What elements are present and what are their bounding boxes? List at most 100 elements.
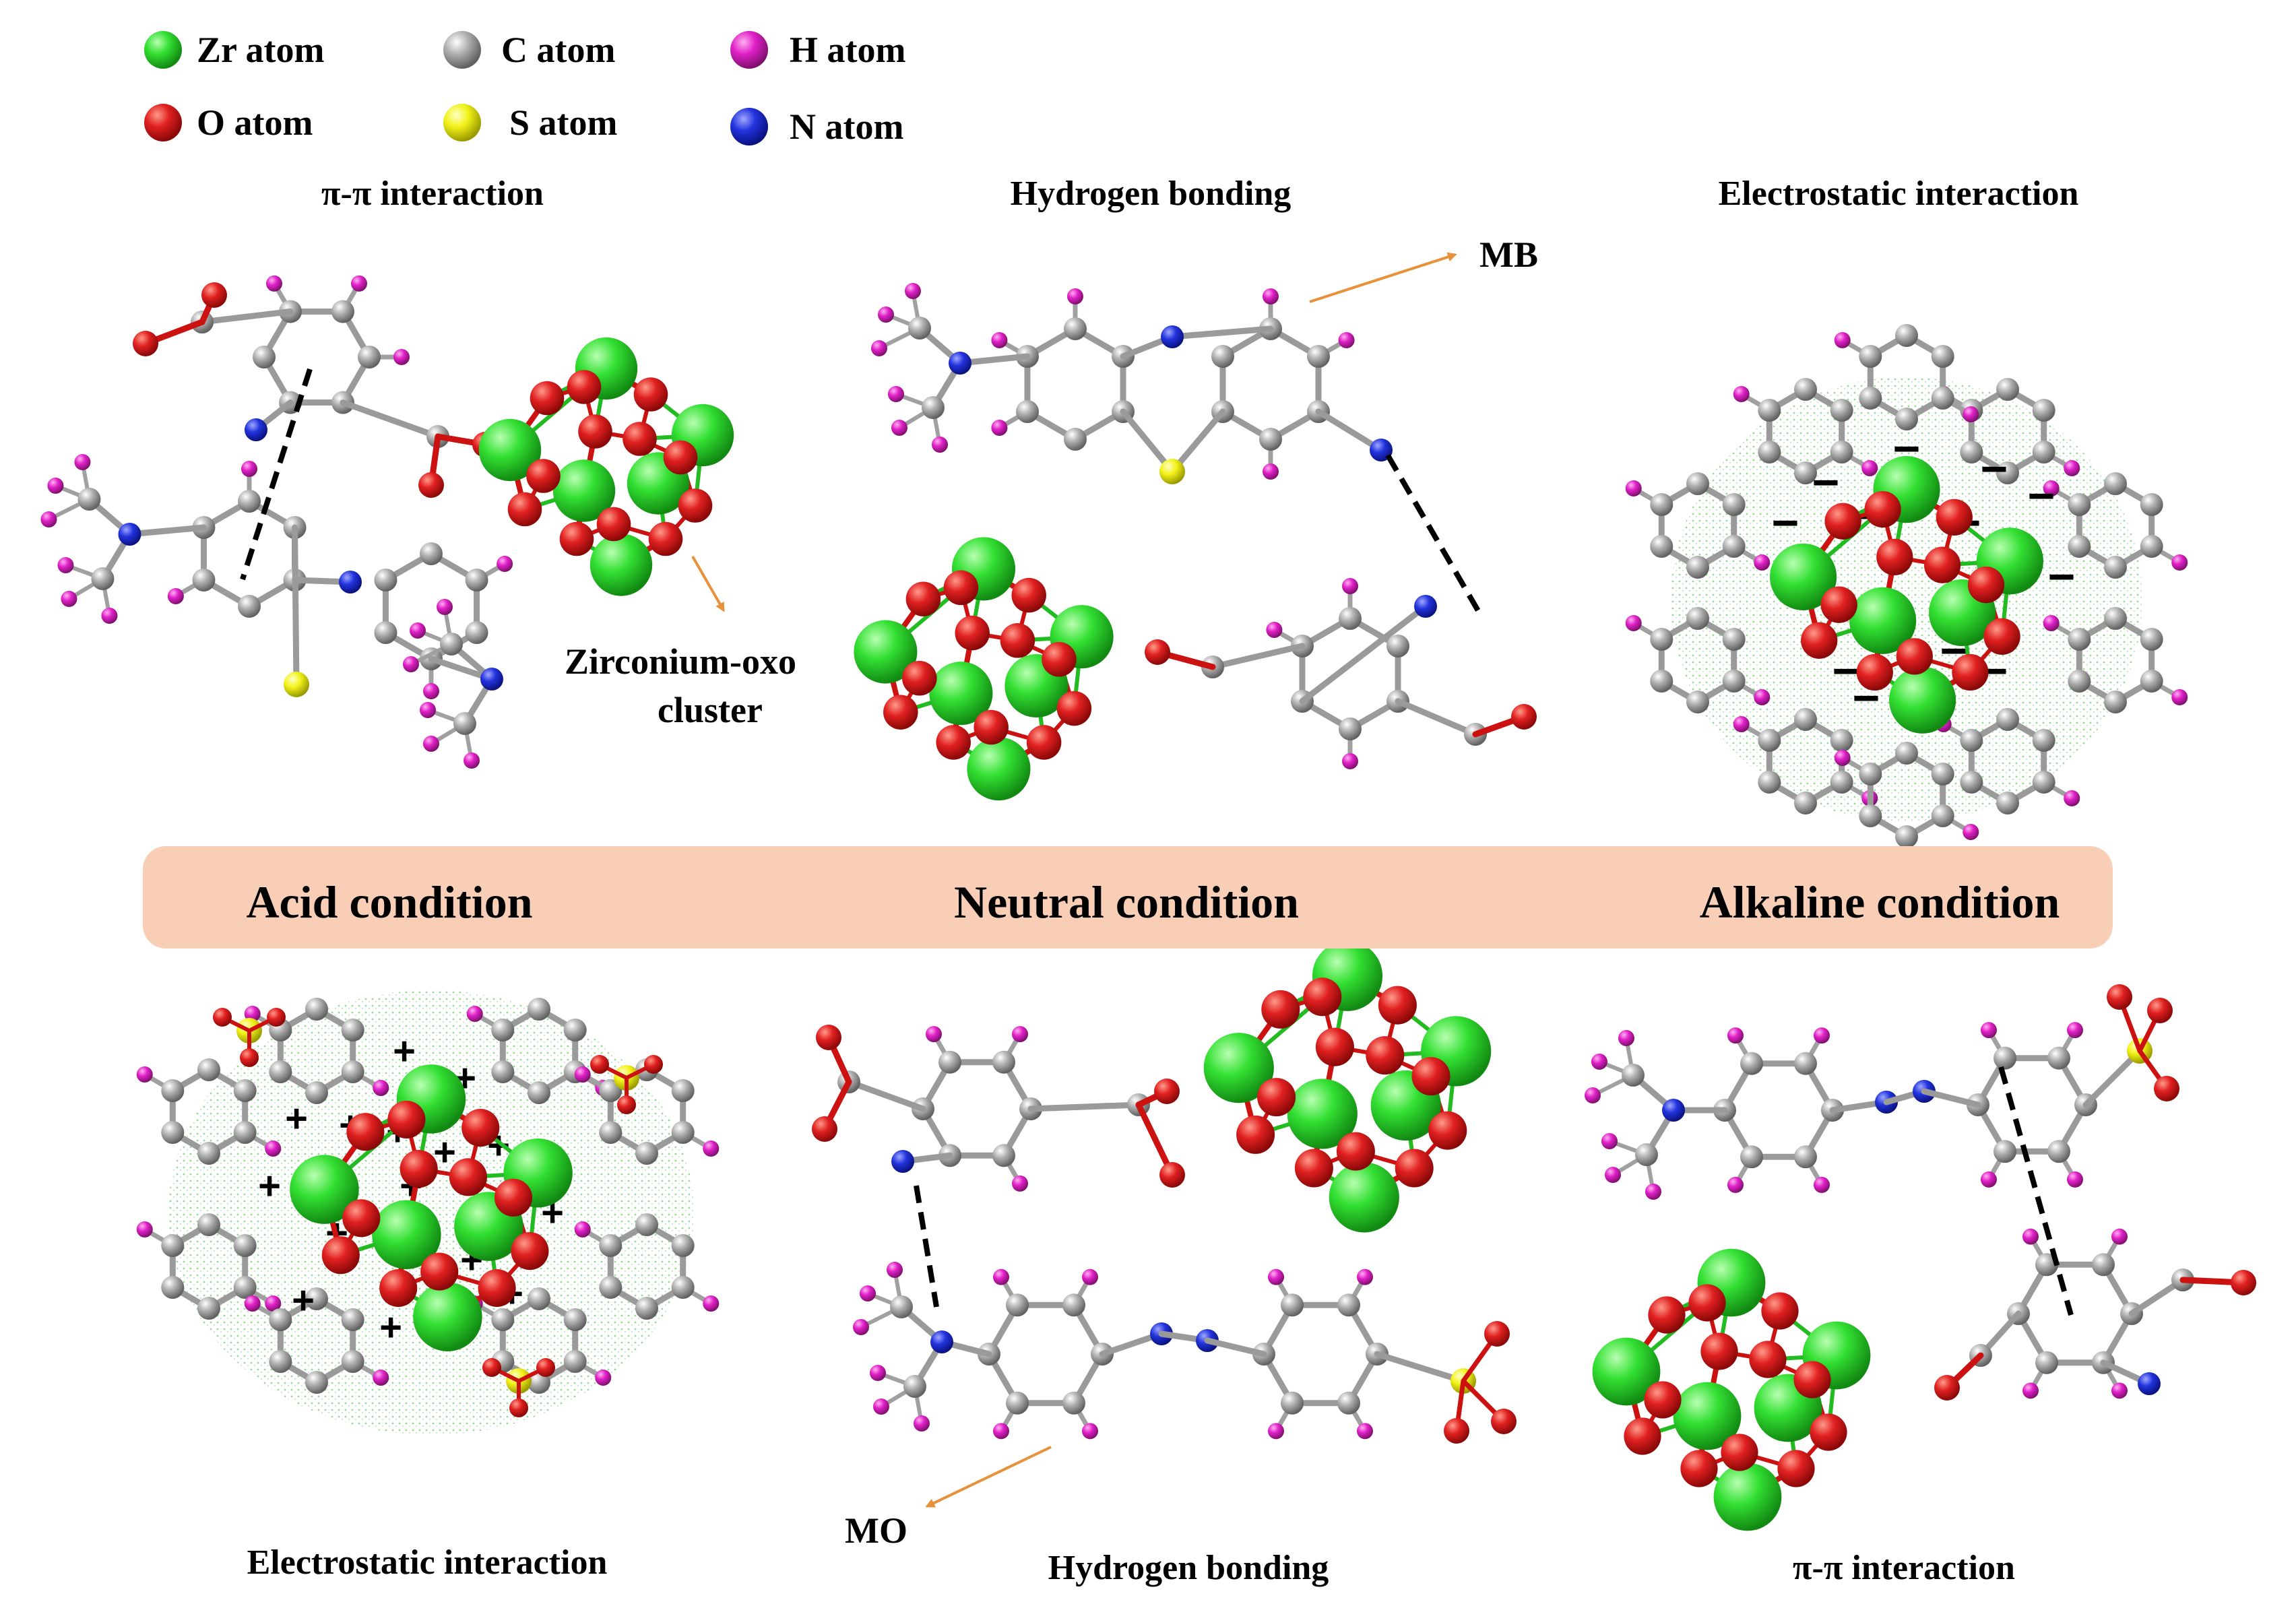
o-atom [526,459,561,493]
o-atom [633,377,668,412]
o-atom [623,422,657,456]
cluster-label-line1: Zirconium-oxo [565,641,796,682]
mb-arrow-icon [1309,252,1457,303]
h-atom [61,591,77,607]
o-atom [1824,503,1861,540]
h-atom [1834,332,1851,348]
c-atom [1859,804,1882,827]
c-atom [563,1019,587,1041]
c-atom [2068,670,2091,693]
top-left-model [40,275,513,769]
bond [1395,698,1479,738]
bond [1120,408,1176,475]
c-atom [1339,607,1362,630]
positive-charge-icon: + [258,1164,281,1208]
c-atom [440,633,463,655]
c-atom [2104,607,2127,630]
c-atom [1740,1145,1763,1169]
c-atom [1794,792,1817,814]
interaction-dashed-line [1385,453,1482,615]
c-atom [1006,1293,1029,1317]
o-atom [1026,725,1062,760]
zr-atom [1770,543,1837,610]
h-atom [57,557,74,573]
legend-label: S atom [509,102,618,143]
c-atom [1960,771,1983,794]
h-atom [403,656,419,672]
bottom-middle-title: Hydrogen bonding [1048,1549,1329,1587]
bond [1315,408,1384,453]
c-atom [1740,1052,1763,1075]
c-atom [599,1276,623,1299]
h-atom [2171,689,2188,705]
c-atom [1960,729,1983,752]
c-atom [1064,317,1087,340]
c-atom [1650,493,1673,516]
o-atom [1700,1332,1738,1370]
mo-annotation: MO [845,1446,1052,1551]
top-middle-cluster [854,537,1114,801]
c-atom [1960,441,1983,463]
h-atom [991,420,1008,436]
bond [1169,408,1226,475]
o-atom [213,1008,232,1027]
o-atom [1983,618,2020,655]
h-atom [423,736,439,752]
o-atom [482,1358,501,1377]
o-atom [494,1178,533,1217]
o-atom [1688,1284,1726,1322]
c-atom [1895,742,1918,765]
o-atom [2107,984,2132,1010]
c-atom [358,346,381,368]
c-atom [269,1350,292,1373]
o-atom [1484,1321,1510,1347]
c-atom [938,1050,961,1074]
o-atom [678,488,713,523]
c-atom [192,569,216,591]
c-atom [491,1019,515,1041]
c-atom [161,1234,185,1257]
h-atom [1605,1167,1621,1183]
c-atom [1859,345,1882,368]
c-atom [671,1234,695,1257]
c-atom [1994,1046,2016,1070]
top-middle-model [870,283,1482,615]
zr-atom [929,662,993,726]
cluster-arrow-icon [691,556,725,612]
c-atom [374,621,397,644]
o-atom [1934,1375,1960,1401]
bond [1135,1101,1176,1178]
c-atom [2047,1046,2070,1070]
o-atom [1721,1434,1758,1471]
h-atom [1591,1054,1607,1070]
c-atom [1895,825,1918,848]
c-atom [269,1308,292,1331]
c-atom [1830,441,1853,463]
h-atom [1338,332,1355,348]
o-atom [530,381,565,416]
h-atom [1814,1027,1830,1044]
h-atom [2171,554,2188,571]
h-atom [1067,288,1083,304]
condition-band: Acid condition Neutral condition Alkalin… [143,846,2113,949]
c-atom [2035,1351,2058,1374]
c-atom [491,1308,515,1331]
o-atom [342,1199,381,1238]
bond [846,1079,926,1112]
interaction-dashed-line [240,368,313,581]
h-atom [1754,689,1771,705]
n-atom [1161,325,1184,348]
zr-atom [1713,1463,1782,1531]
h-atom [1834,750,1851,766]
n-atom [948,352,971,375]
o-atom [1936,499,1973,536]
c-atom [903,1375,926,1398]
c-atom [305,1081,328,1104]
o-atom [420,1252,459,1291]
zr-atom [552,459,616,522]
c-atom [1758,399,1781,422]
c-atom-swatch-icon [443,31,481,69]
c-atom [1006,1391,1029,1415]
h-atom [1082,1423,1098,1440]
